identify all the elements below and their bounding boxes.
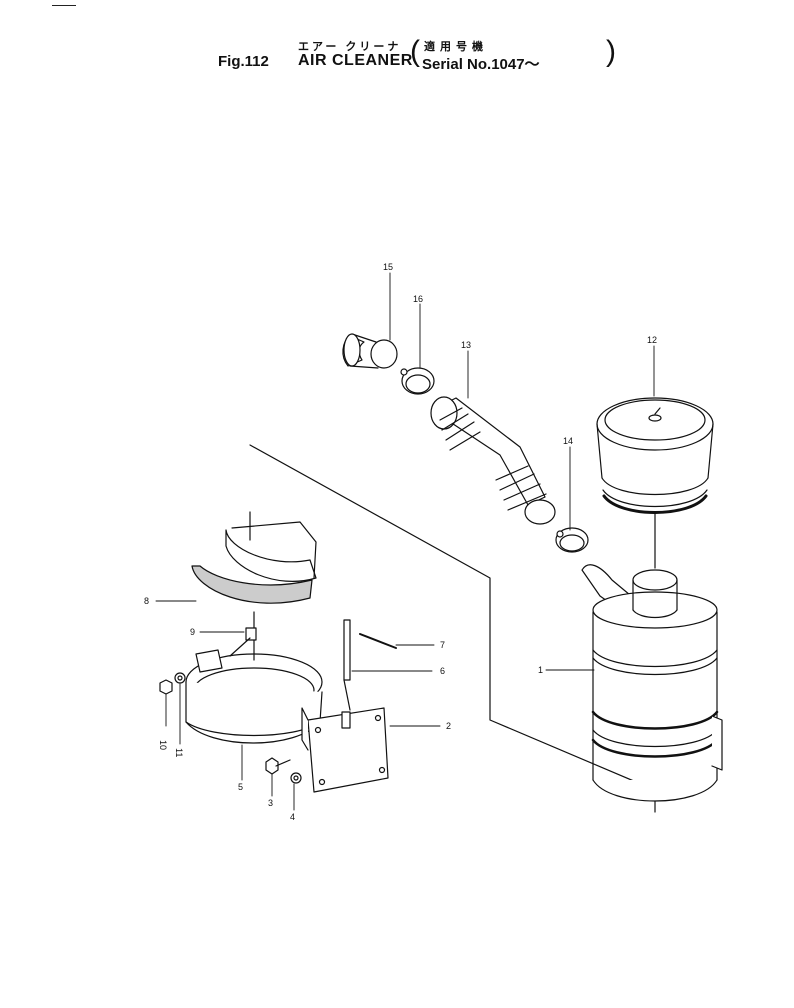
stud-part-6 bbox=[343, 619, 351, 711]
hose-clamp-part-16 bbox=[400, 367, 435, 395]
pin-part-7 bbox=[359, 633, 397, 649]
nut-part-10 bbox=[159, 679, 173, 695]
leader-lines bbox=[155, 272, 655, 811]
bolt-part-9 bbox=[229, 627, 257, 657]
callout-11: 11 bbox=[174, 748, 184, 757]
callout-3: 3 bbox=[268, 798, 273, 808]
callout-9: 9 bbox=[190, 627, 195, 637]
callout-2: 2 bbox=[446, 721, 451, 731]
callout-7: 7 bbox=[440, 640, 445, 650]
callout-labels: 15 16 13 12 14 1 2 6 7 8 9 10 11 5 3 4 bbox=[144, 262, 657, 822]
serial-paren-open: ( bbox=[410, 35, 420, 68]
callout-4: 4 bbox=[290, 812, 295, 822]
serial-paren-close: ) bbox=[606, 35, 616, 68]
hose-clamp-part-14 bbox=[555, 527, 589, 553]
top-margin-rule bbox=[52, 5, 76, 6]
washer-part-11 bbox=[174, 672, 186, 684]
bellows-hose-part-13 bbox=[430, 396, 556, 525]
cap-part-12 bbox=[596, 397, 714, 569]
callout-15: 15 bbox=[383, 262, 393, 272]
callout-14: 14 bbox=[563, 436, 573, 446]
bolt-part-3 bbox=[265, 757, 291, 775]
callout-6: 6 bbox=[440, 666, 445, 676]
serial-english: Serial No.1047～ bbox=[422, 56, 540, 73]
band-part-5 bbox=[185, 611, 323, 744]
callout-1: 1 bbox=[538, 665, 543, 675]
figure-number: Fig.112 bbox=[218, 53, 269, 70]
callout-8: 8 bbox=[144, 596, 149, 606]
air-cleaner-body-part-1 bbox=[581, 564, 723, 802]
callout-12: 12 bbox=[647, 335, 657, 345]
figure-title-block: Fig.112 エアー クリーナ AIR CLEANER ( 適用号機 Seri… bbox=[0, 0, 794, 80]
callout-10: 10 bbox=[158, 740, 168, 750]
band-liner-part-8 bbox=[191, 511, 317, 604]
serial-japanese: 適用号機 bbox=[424, 41, 488, 53]
washer-part-4 bbox=[290, 772, 302, 784]
bracket-plate-part-2 bbox=[301, 707, 389, 793]
title-english: AIR CLEANER bbox=[298, 52, 413, 69]
callout-16: 16 bbox=[413, 294, 423, 304]
elbow-part-15 bbox=[342, 333, 398, 369]
callout-13: 13 bbox=[461, 340, 471, 350]
title-japanese: エアー クリーナ bbox=[298, 41, 402, 53]
callout-5: 5 bbox=[238, 782, 243, 792]
